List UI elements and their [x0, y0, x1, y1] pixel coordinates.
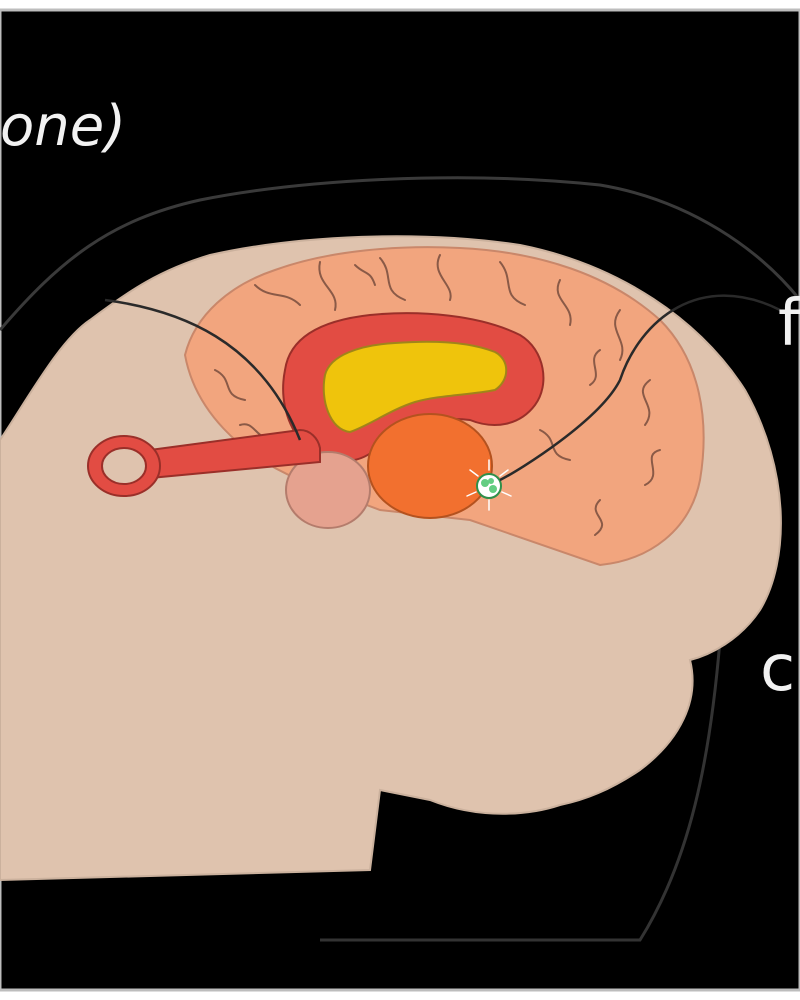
skull-outline: [0, 176, 800, 331]
thalamus: [367, 413, 493, 519]
shunt-loop-hole: [101, 447, 147, 485]
leader-line-right: [499, 294, 781, 482]
label-right-top: f: [778, 287, 800, 361]
pituitary-blob: [285, 451, 371, 529]
jaw-outline: [320, 639, 722, 942]
lateral-ventricle-inner: [322, 340, 508, 434]
shunt-tube: [149, 428, 321, 480]
brain-folds: [214, 254, 661, 536]
label-right-mid: c: [760, 632, 795, 706]
leader-line-left: [104, 298, 302, 441]
label-top-left: one): [0, 94, 126, 159]
green-gland: [466, 459, 512, 511]
